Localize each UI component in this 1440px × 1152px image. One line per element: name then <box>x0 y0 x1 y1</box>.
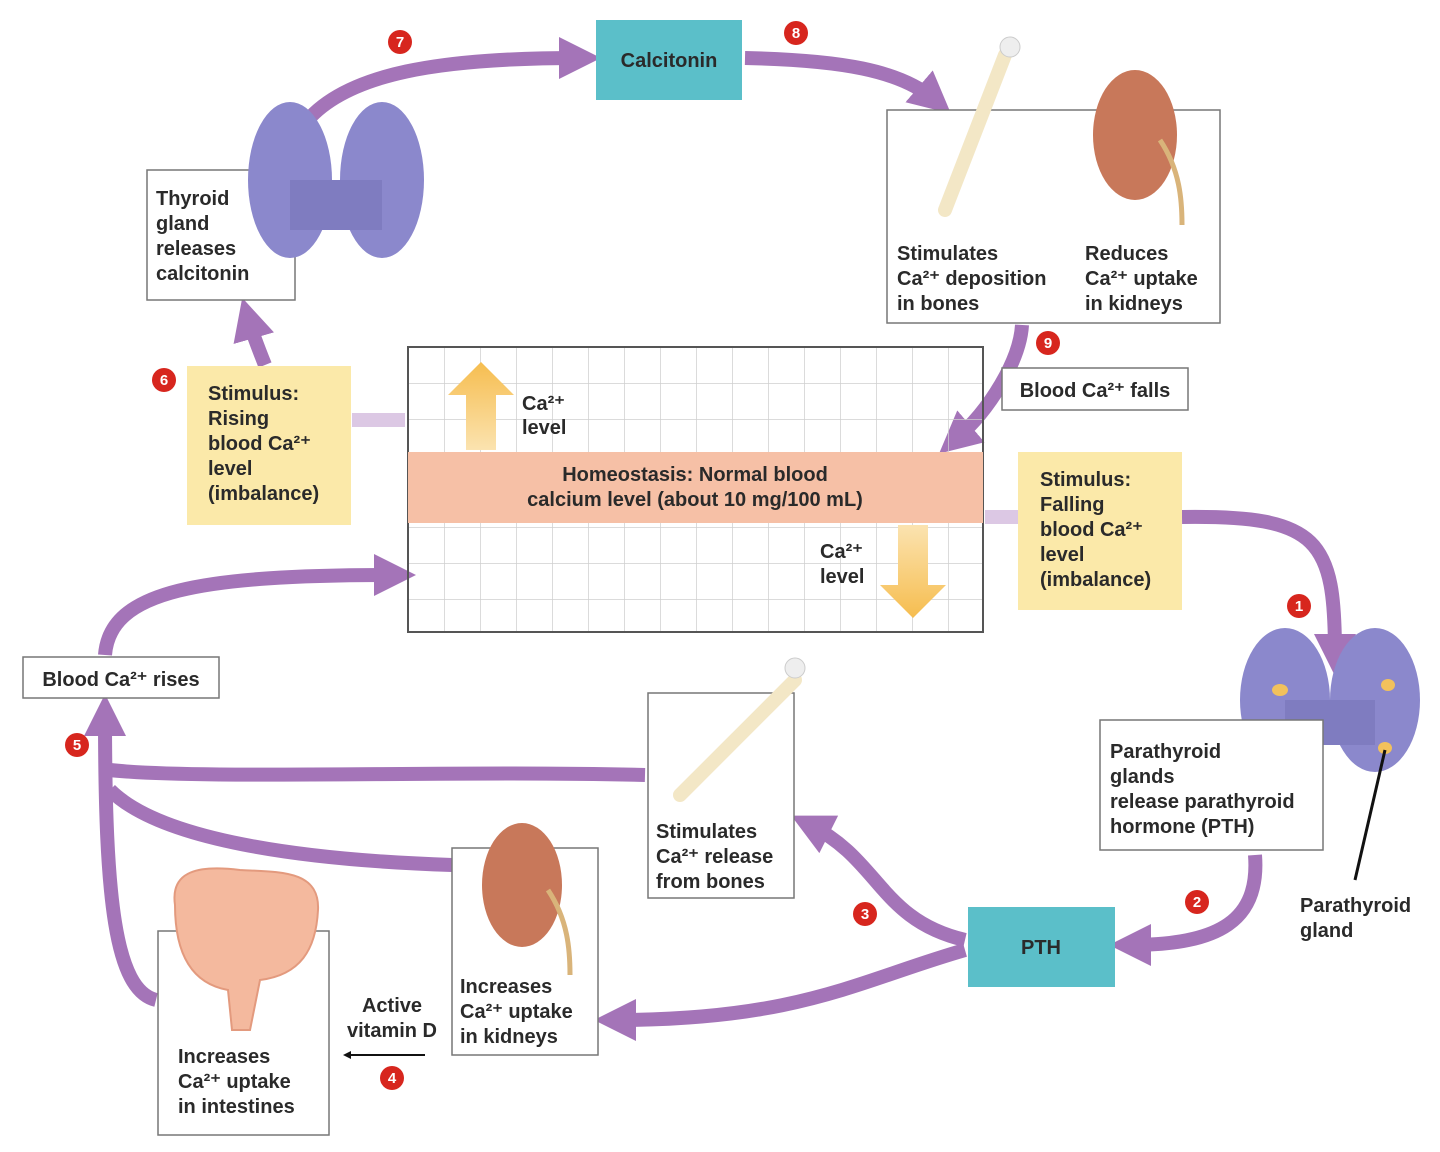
label-text: hormone (PTH) <box>1110 816 1254 838</box>
label-text: 5 <box>73 737 81 754</box>
cycle-arrows <box>84 37 1356 1059</box>
step-marker-6: 6 <box>152 368 176 392</box>
arrow-calcitonin-to-targets <box>744 51 951 114</box>
down-label: level <box>820 566 864 588</box>
parathyroid-pointer <box>1353 749 1387 881</box>
calcitonin-targets-box: Stimulates Ca²⁺ deposition in bones Redu… <box>886 36 1221 324</box>
arrow-bone-to-rises <box>109 763 646 782</box>
label-text: Stimulus: <box>1040 469 1131 491</box>
label-text: blood Ca²⁺ <box>1040 519 1143 541</box>
label-text: Ca²⁺ uptake <box>1085 268 1198 290</box>
label-text: 1 <box>1295 598 1303 615</box>
bone-release-box: Stimulates Ca²⁺ release from bones <box>647 657 806 899</box>
intestine-box: Increases Ca²⁺ uptake in intestines <box>157 867 330 1136</box>
arrow-intestine-to-rises <box>84 694 159 1007</box>
ca-level-up-arrow <box>448 362 514 450</box>
label-text: Parathyroid <box>1110 741 1221 763</box>
label-text: 8 <box>792 25 800 42</box>
label-text: from bones <box>656 871 765 893</box>
label-text: 9 <box>1044 335 1052 352</box>
thyroid-gland-illustration <box>248 102 424 258</box>
label-text: Blood Ca²⁺ falls <box>1020 380 1171 402</box>
stimulus-rising-box: Stimulus: Rising blood Ca²⁺ level (imbal… <box>187 366 351 525</box>
stimulus-falling-box: Stimulus: Falling blood Ca²⁺ level (imba… <box>1018 452 1182 610</box>
label-text: releases <box>156 238 236 260</box>
kidney-increase-box: Increases Ca²⁺ uptake in kidneys <box>451 823 599 1056</box>
blood-falls-box: Blood Ca²⁺ falls <box>1001 367 1189 411</box>
label-text: 4 <box>388 1070 397 1087</box>
label-text: level <box>208 458 252 480</box>
label-text: in bones <box>897 293 979 315</box>
arrow-pth-to-bone <box>791 815 967 947</box>
label-text: release parathyroid <box>1110 791 1295 813</box>
arrow-parathyroid-to-pth <box>1109 854 1263 966</box>
step-marker-7: 7 <box>388 30 412 54</box>
arrow-rises-to-homeostasis <box>98 554 416 656</box>
label-text: calcitonin <box>156 263 249 285</box>
arrow-thyroid-to-calcitonin <box>294 37 601 135</box>
homeostasis-band <box>408 452 983 523</box>
label-text: Increases <box>178 1046 270 1068</box>
arrow-to-parathyroid <box>1181 509 1356 676</box>
step-marker-4: 4 <box>380 1066 404 1090</box>
step-marker-3: 3 <box>853 902 877 926</box>
label-text: blood Ca²⁺ <box>208 433 311 455</box>
label-text: Reduces <box>1085 243 1168 265</box>
label-text: 3 <box>861 906 869 923</box>
homeostasis-panel: Homeostasis: Normal blood calcium level … <box>407 346 984 633</box>
calcitonin-box: Calcitonin <box>596 20 742 100</box>
label-text: in kidneys <box>1085 293 1183 315</box>
step-marker-8: 8 <box>784 21 808 45</box>
label-text: Stimulates <box>656 821 757 843</box>
label-text: Ca²⁺ uptake <box>460 1001 573 1023</box>
pth-label: PTH <box>1021 937 1061 959</box>
up-label: Ca²⁺ <box>522 393 565 415</box>
label-text: (imbalance) <box>208 483 319 505</box>
step-marker-1: 1 <box>1287 594 1311 618</box>
label-text: glands <box>1110 766 1174 788</box>
label-text: Rising <box>208 408 269 430</box>
label-text: Ca²⁺ uptake <box>178 1071 291 1093</box>
label-text: Ca²⁺ deposition <box>897 268 1046 290</box>
label-text: Ca²⁺ release <box>656 846 773 868</box>
ca-level-down-arrow <box>880 525 946 618</box>
bone-illustration <box>938 36 1021 217</box>
calcitonin-label: Calcitonin <box>621 50 718 72</box>
label-text: 2 <box>1193 894 1201 911</box>
up-label: level <box>522 417 566 439</box>
label-text: gland <box>156 213 209 235</box>
label-text: Thyroid <box>156 188 229 210</box>
kidney-illustration <box>1093 70 1185 226</box>
label-text: in kidneys <box>460 1026 558 1048</box>
vitamin-d-label: Active <box>362 995 422 1017</box>
step-marker-5: 5 <box>65 733 89 757</box>
step-marker-9: 9 <box>1036 331 1060 355</box>
label-text: Falling <box>1040 494 1104 516</box>
homeostasis-line1: Homeostasis: Normal blood <box>562 464 828 486</box>
homeostasis-line2: calcium level (about 10 mg/100 mL) <box>527 489 863 511</box>
label-text: (imbalance) <box>1040 569 1151 591</box>
label-text: 7 <box>396 34 404 51</box>
down-label: Ca²⁺ <box>820 541 863 563</box>
parathyroid-gland-label: Parathyroid <box>1300 895 1411 917</box>
parathyroid-gland-label: gland <box>1300 920 1353 942</box>
label-text: level <box>1040 544 1084 566</box>
parathyroid-label-box: Parathyroid glands release parathyroid h… <box>1099 719 1324 851</box>
label-text: in intestines <box>178 1096 295 1118</box>
step-marker-2: 2 <box>1185 890 1209 914</box>
arrow-pth-to-kidney <box>594 943 967 1041</box>
label-text: 6 <box>160 372 168 389</box>
arrow-to-thyroid <box>233 297 274 368</box>
label-text: Stimulates <box>897 243 998 265</box>
label-text: Stimulus: <box>208 383 299 405</box>
label-text: Blood Ca²⁺ rises <box>42 669 199 691</box>
vitamin-d-label: vitamin D <box>347 1020 437 1042</box>
pth-box: PTH <box>968 907 1115 987</box>
arrow-kidney-to-rises <box>105 784 453 872</box>
blood-rises-box: Blood Ca²⁺ rises <box>22 656 220 699</box>
step-markers: 1 2 3 4 5 6 7 8 9 <box>65 21 1311 1090</box>
label-text: Increases <box>460 976 552 998</box>
